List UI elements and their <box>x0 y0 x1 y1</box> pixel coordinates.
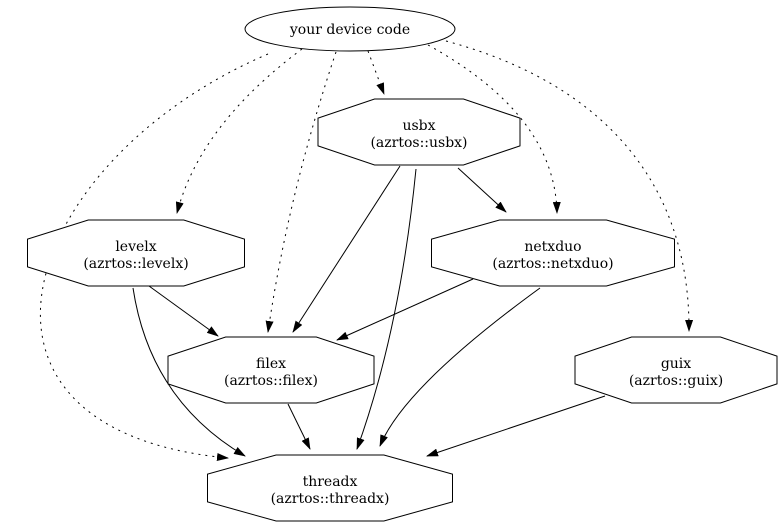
edge-device_code-usbx <box>367 50 385 95</box>
node-netxduo-octagon <box>431 219 675 287</box>
node-levelx-sublabel: (azrtos::levelx) <box>83 256 188 272</box>
edge-device_code-netxduo <box>427 44 561 214</box>
node-filex-label: filex <box>256 356 286 372</box>
node-device_code-ellipse <box>244 6 456 52</box>
edge-filex-threadx <box>287 403 311 450</box>
edge-usbx-filex <box>292 165 401 333</box>
node-filex-sublabel: (azrtos::filex) <box>224 373 318 389</box>
node-usbx: usbx(azrtos::usbx) <box>317 98 521 166</box>
edge-device_code-guix <box>445 40 694 332</box>
node-guix-sublabel: (azrtos::guix) <box>629 373 723 389</box>
node-usbx-label: usbx <box>402 118 435 134</box>
node-usbx-sublabel: (azrtos::usbx) <box>370 135 467 151</box>
node-netxduo-label: netxduo <box>524 239 581 255</box>
edge-device_code-levelx <box>175 48 303 214</box>
node-levelx-octagon <box>27 219 245 287</box>
node-filex: filex(azrtos::filex) <box>167 336 375 404</box>
edge-usbx-netxduo <box>457 167 507 213</box>
node-levelx-label: levelx <box>115 239 156 255</box>
node-threadx-sublabel: (azrtos::threadx) <box>271 491 390 507</box>
node-device_code: your device code <box>244 6 456 52</box>
node-threadx-octagon <box>207 454 453 522</box>
edge-netxduo-threadx <box>379 287 541 447</box>
node-netxduo: netxduo(azrtos::netxduo) <box>431 219 675 287</box>
edge-guix-threadx <box>426 395 606 457</box>
edge-device_code-filex <box>265 51 337 333</box>
node-threadx-label: threadx <box>303 474 358 490</box>
node-filex-octagon <box>167 336 375 404</box>
edge-levelx-threadx <box>132 287 246 457</box>
node-netxduo-sublabel: (azrtos::netxduo) <box>492 256 613 272</box>
node-guix: guix(azrtos::guix) <box>574 336 778 404</box>
edge-netxduo-filex <box>336 278 474 341</box>
node-threadx: threadx(azrtos::threadx) <box>207 454 453 522</box>
edge-usbx-threadx <box>356 168 417 450</box>
edge-levelx-filex <box>148 285 219 337</box>
node-device_code-label: your device code <box>289 22 410 38</box>
node-guix-octagon <box>574 336 778 404</box>
node-levelx: levelx(azrtos::levelx) <box>27 219 245 287</box>
node-guix-label: guix <box>661 356 691 372</box>
node-usbx-octagon <box>317 98 521 166</box>
